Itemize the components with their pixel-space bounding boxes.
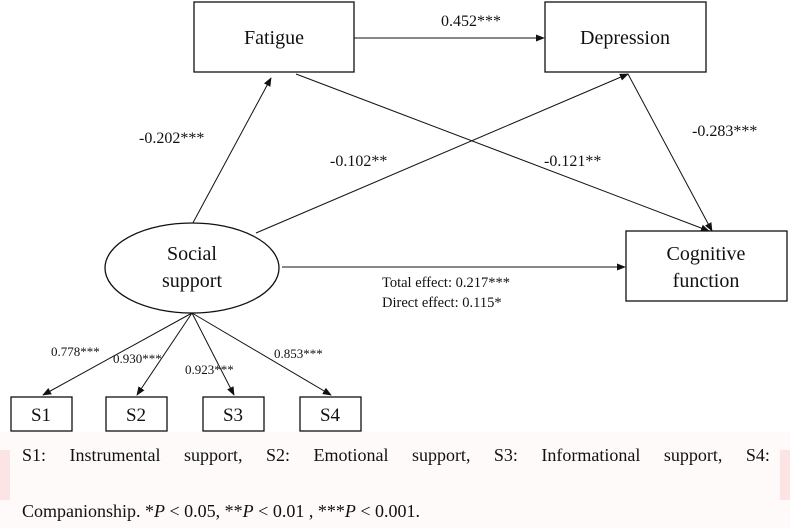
arrow-support-to-fatigue — [187, 77, 272, 233]
footnote-word: S3: — [493, 445, 518, 465]
footnote-word: S2: — [265, 445, 290, 465]
footnote-line-2: Companionship. *P < 0.05, **P < 0.01 , *… — [22, 500, 770, 522]
s1-node — [10, 396, 73, 432]
fatigue-node — [193, 1, 355, 73]
arrow-support-to-s2 — [136, 312, 193, 396]
s1-label: S1 — [31, 405, 51, 426]
s2-node — [105, 396, 168, 432]
coef-support-to-depression: -0.102** — [330, 153, 387, 170]
footnote-p-symbol: P — [344, 501, 356, 521]
direct-effect-label: Direct effect: 0.115* — [382, 295, 502, 311]
footnote-text: < 0.001. — [355, 501, 420, 521]
footnote-text: < 0.01 , *** — [253, 501, 345, 521]
footnote-word: Emotional — [313, 445, 389, 465]
footnote-background — [0, 432, 790, 528]
cognitive-function-node — [625, 230, 788, 302]
fatigue-label: Fatigue — [244, 27, 304, 49]
s2-label: S2 — [126, 405, 146, 426]
footnote-word: Informational — [541, 445, 641, 465]
coef-fatigue-to-cognitive: -0.121** — [544, 153, 601, 170]
footnote-word: support, — [183, 445, 243, 465]
loading-s1: 0.778*** — [51, 344, 100, 359]
arrow-depression-to-cognitive — [627, 73, 713, 232]
footnote-word: Instrumental — [69, 445, 161, 465]
coef-support-to-fatigue: -0.202*** — [139, 130, 204, 147]
social-support-label-line2: support — [162, 270, 222, 292]
social-support-node — [104, 222, 280, 314]
coef-depression-to-cognitive: -0.283*** — [692, 123, 757, 140]
total-effect-label: Total effect: 0.217*** — [382, 275, 510, 291]
cognitive-function-label-line1: Cognitive — [667, 243, 746, 265]
social-support-label-line1: Social — [167, 243, 217, 265]
s4-label: S4 — [320, 405, 341, 426]
footnote-text: < 0.05, ** — [165, 501, 243, 521]
footnote-word: S4: — [745, 445, 770, 465]
arrow-support-to-depression — [255, 73, 629, 234]
loading-s4: 0.853*** — [274, 346, 323, 361]
footnote-line-1: S1: Instrumental support, S2: Emotional … — [22, 444, 770, 466]
arrow-support-to-s4 — [191, 312, 332, 396]
arrow-support-to-s1 — [42, 312, 193, 396]
arrow-fatigue-to-cognitive — [295, 73, 710, 232]
footnote-p-symbol: P — [242, 501, 254, 521]
coef-fatigue-to-depression: 0.452*** — [441, 13, 501, 30]
footnote-p-symbol: P — [154, 501, 166, 521]
s4-node — [299, 396, 362, 432]
footnote-word: support, — [663, 445, 723, 465]
footnote-text: Companionship. * — [22, 501, 155, 521]
s3-node — [202, 396, 265, 432]
arrow-support-to-s3 — [191, 312, 235, 396]
depression-label: Depression — [580, 27, 670, 49]
cognitive-function-label-line2: function — [673, 270, 740, 292]
footnote-word: S1: — [22, 445, 47, 465]
loading-s3: 0.923*** — [185, 362, 234, 377]
footnote-word: support, — [411, 445, 471, 465]
s3-label: S3 — [223, 405, 243, 426]
depression-node — [544, 1, 707, 73]
loading-s2: 0.930*** — [113, 351, 162, 366]
